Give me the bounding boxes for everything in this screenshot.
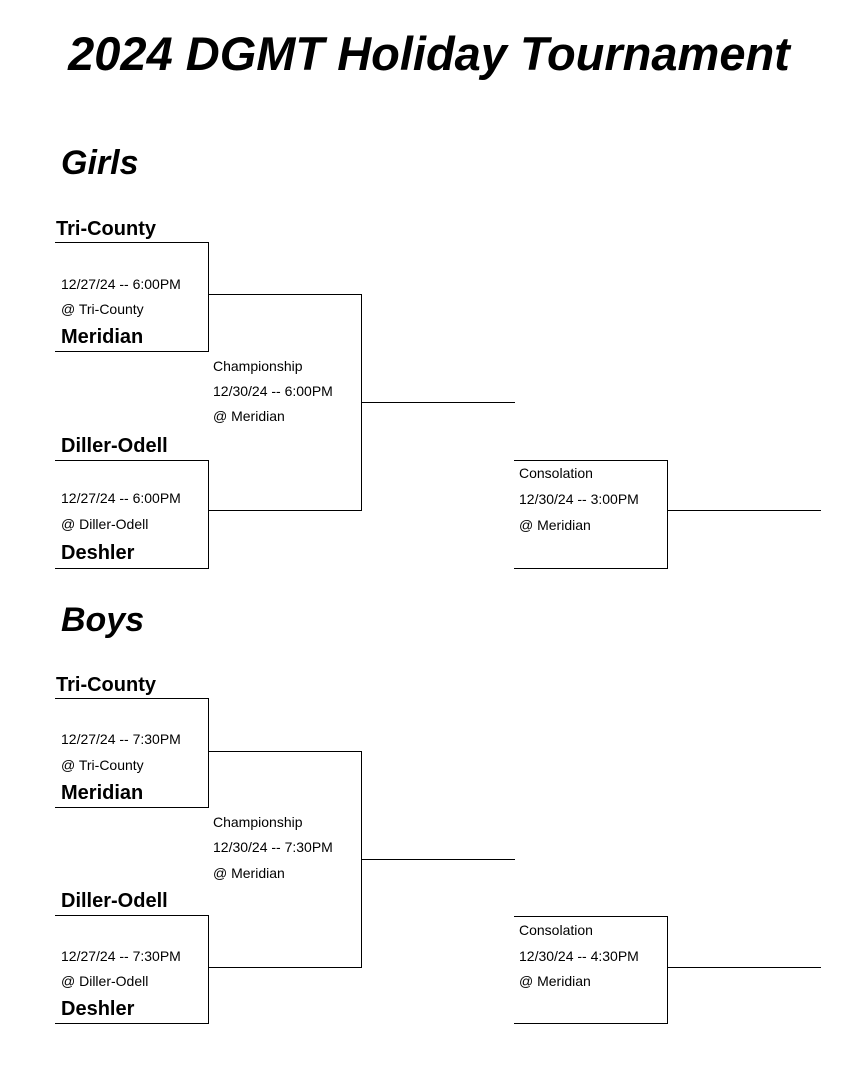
bracket-line xyxy=(55,698,209,699)
consolation-label: Consolation xyxy=(519,465,593,481)
game-location: @ Diller-Odell xyxy=(61,516,149,532)
game-location: @ Diller-Odell xyxy=(61,973,149,989)
bracket-line xyxy=(55,242,209,243)
division-heading: Boys xyxy=(61,601,145,639)
championship-location: @ Meridian xyxy=(213,408,285,424)
bracket-line xyxy=(208,294,362,295)
bracket-girls: Girls Tri-County 12/27/24 -- 6:00PM @ Tr… xyxy=(55,144,821,569)
game-date: 12/27/24 -- 7:30PM xyxy=(61,948,181,964)
team-name: Tri-County xyxy=(56,674,156,696)
bracket-line xyxy=(208,460,209,569)
bracket-line xyxy=(208,698,209,808)
game-date: 12/27/24 -- 7:30PM xyxy=(61,731,181,747)
consolation-label: Consolation xyxy=(519,922,593,938)
team-name: Meridian xyxy=(61,782,144,804)
team-name: Tri-County xyxy=(56,218,156,240)
bracket-line xyxy=(667,967,821,968)
bracket-line xyxy=(55,568,209,569)
team-name: Meridian xyxy=(61,326,144,348)
bracket-line xyxy=(361,859,515,860)
bracket-boys: Boys Tri-County 12/27/24 -- 7:30PM @ Tri… xyxy=(0,600,858,1080)
team-name: Deshler xyxy=(61,998,135,1020)
game-date: 12/27/24 -- 6:00PM xyxy=(61,490,181,506)
team-name: Deshler xyxy=(61,542,135,564)
bracket-line xyxy=(208,242,209,352)
championship-date: 12/30/24 -- 6:00PM xyxy=(213,383,333,399)
bracket-line xyxy=(667,510,821,511)
consolation-date: 12/30/24 -- 4:30PM xyxy=(519,948,639,964)
bracket-line xyxy=(208,510,362,511)
bracket-line xyxy=(361,402,515,403)
team-name: Diller-Odell xyxy=(61,890,168,912)
bracket-line xyxy=(514,460,668,461)
bracket-line xyxy=(208,751,362,752)
bracket-line xyxy=(55,807,209,808)
division-heading: Girls xyxy=(61,144,139,182)
consolation-date: 12/30/24 -- 3:00PM xyxy=(519,491,639,507)
consolation-location: @ Meridian xyxy=(519,973,591,989)
bracket-line xyxy=(55,1023,209,1024)
championship-label: Championship xyxy=(213,358,303,374)
championship-date: 12/30/24 -- 7:30PM xyxy=(213,839,333,855)
bracket-line xyxy=(55,460,209,461)
bracket-line xyxy=(55,915,209,916)
bracket-line xyxy=(208,915,209,1024)
bracket-line xyxy=(514,1023,668,1024)
championship-location: @ Meridian xyxy=(213,865,285,881)
game-location: @ Tri-County xyxy=(61,757,144,773)
bracket-line xyxy=(667,916,668,1024)
game-date: 12/27/24 -- 6:00PM xyxy=(61,276,181,292)
championship-label: Championship xyxy=(213,814,303,830)
bracket-line xyxy=(514,568,668,569)
page-title: 2024 DGMT Holiday Tournament xyxy=(68,27,790,80)
bracket-line xyxy=(667,460,668,569)
game-location: @ Tri-County xyxy=(61,301,144,317)
bracket-line xyxy=(55,351,209,352)
bracket-line xyxy=(514,916,668,917)
team-name: Diller-Odell xyxy=(61,435,168,457)
bracket-line xyxy=(208,967,362,968)
consolation-location: @ Meridian xyxy=(519,517,591,533)
